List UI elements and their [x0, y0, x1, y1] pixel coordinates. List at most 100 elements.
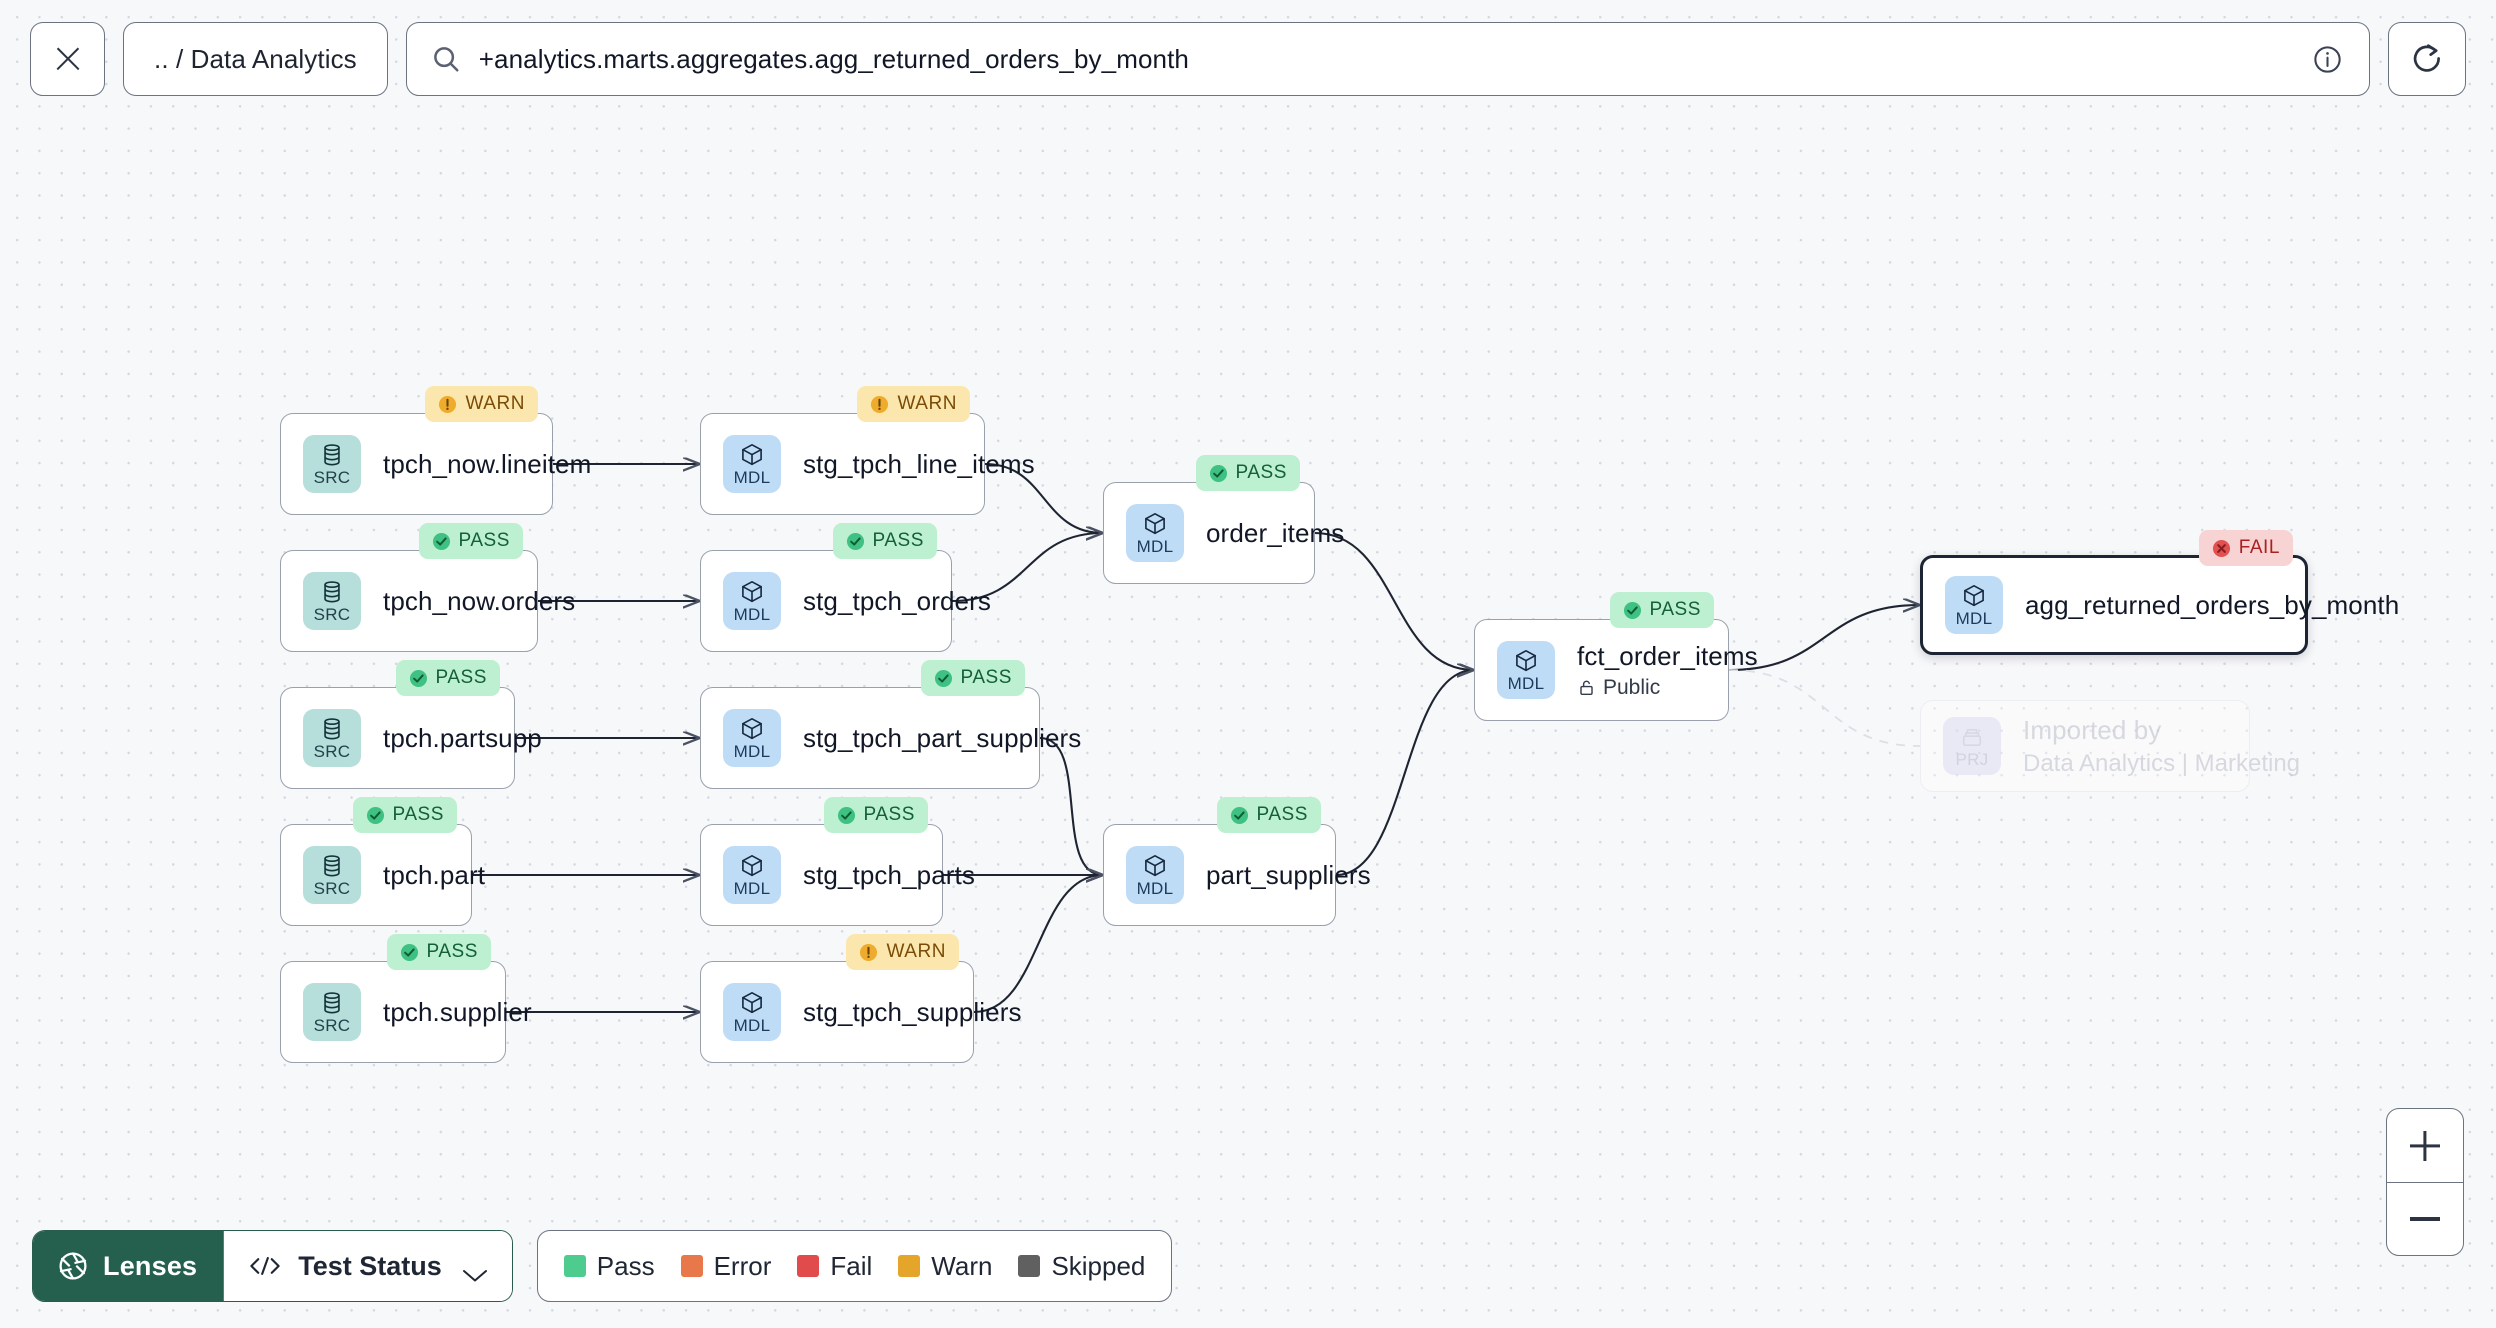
status-badge-label: PASS	[960, 667, 1012, 688]
node-subtitle: Public	[1577, 676, 1728, 700]
search-icon	[431, 44, 461, 74]
status-badge-label: PASS	[1235, 462, 1287, 483]
zoom-in-button[interactable]	[2387, 1109, 2463, 1182]
node-type-label: SRC	[313, 1016, 351, 1035]
refresh-button[interactable]	[2388, 22, 2466, 96]
database-icon	[319, 442, 345, 468]
node-body: tpch.supplier	[383, 997, 532, 1028]
node-body: stg_tpch_line_items	[803, 448, 1035, 480]
test-status-label: Test Status	[298, 1250, 442, 1281]
node-title: stg_tpch_line_items	[803, 448, 1035, 479]
legend-swatch-warn	[898, 1255, 921, 1277]
legend-item-error[interactable]: Error	[680, 1250, 772, 1282]
zoom-out-button[interactable]	[2387, 1182, 2463, 1255]
status-badge-pass: PASS	[1609, 592, 1714, 628]
node-type-label: MDL	[1955, 609, 1993, 628]
status-badge-pass: PASS	[1216, 797, 1321, 833]
info-icon[interactable]	[2312, 44, 2343, 75]
node-type-label: SRC	[313, 605, 351, 624]
node-title: tpch_now.lineitem	[383, 448, 592, 479]
plus-icon	[2410, 1131, 2440, 1161]
status-badge-pass: PASS	[395, 660, 500, 696]
legend-swatch-skipped	[1018, 1255, 1041, 1277]
node-type-badge-src: SRC	[303, 435, 361, 493]
cube-icon	[739, 442, 765, 468]
status-badge-label: PASS	[458, 530, 510, 551]
legend-label: Skipped	[1051, 1250, 1146, 1281]
breadcrumb[interactable]: .. / Data Analytics	[123, 22, 388, 96]
aperture-icon	[57, 1250, 89, 1282]
status-pass-icon	[934, 669, 953, 688]
status-badge-fail: FAIL	[2198, 530, 2293, 566]
status-warn-icon	[859, 943, 878, 962]
legend-label: Error	[713, 1250, 772, 1281]
node-type-label: MDL	[733, 879, 771, 898]
legend-item-skipped[interactable]: Skipped	[1018, 1251, 1145, 1282]
database-icon	[319, 990, 345, 1016]
status-badge-label: PASS	[1649, 599, 1701, 620]
status-badge-pass: PASS	[1195, 455, 1300, 491]
search-bar[interactable]: +analytics.marts.aggregates.agg_returned…	[405, 22, 2370, 96]
node-title: part_suppliers	[1206, 859, 1371, 890]
node-body: tpch.partsupp	[383, 723, 542, 754]
graph-node-agg_returned_orders_by_month[interactable]: MDL agg_returned_orders_by_month FAIL	[1920, 530, 2399, 655]
status-badge-label: PASS	[1256, 804, 1308, 825]
node-type-label: SRC	[313, 879, 351, 898]
status-badge-pass: PASS	[418, 523, 523, 559]
status-badge-pass: PASS	[823, 797, 928, 833]
node-body: agg_returned_orders_by_month	[2025, 590, 2399, 621]
database-icon	[319, 579, 345, 605]
node-type-label: MDL	[733, 605, 771, 624]
status-badge-label: WARN	[465, 393, 525, 414]
lenses-button[interactable]: Lenses	[33, 1231, 224, 1301]
legend-item-warn[interactable]: Warn	[898, 1251, 992, 1282]
node-type-label: MDL	[733, 1016, 771, 1035]
status-badge-label: PASS	[435, 667, 487, 688]
status-pass-icon	[400, 943, 419, 962]
node-type-badge-src: SRC	[303, 572, 361, 630]
graph-node-tpch_now_lineitem[interactable]: SRC tpch_now.lineitem WARN	[280, 386, 592, 515]
test-status-dropdown[interactable]: Test Status	[223, 1231, 512, 1301]
node-title: fct_order_items	[1577, 640, 1758, 671]
legend-swatch-pass	[563, 1255, 586, 1277]
legend-item-pass[interactable]: Pass	[563, 1251, 655, 1282]
cube-icon	[739, 579, 765, 605]
node-type-label: MDL	[1136, 537, 1174, 556]
node-type-label: MDL	[733, 742, 771, 761]
node-type-label: SRC	[313, 468, 351, 487]
status-badge-pass: PASS	[832, 523, 937, 559]
legend-item-fail[interactable]: Fail	[797, 1251, 872, 1282]
node-type-badge-mdl: MDL	[723, 983, 781, 1041]
node-body: tpch.part	[383, 860, 485, 891]
close-button[interactable]	[30, 22, 105, 96]
node-type-badge-mdl: MDL	[723, 846, 781, 904]
cube-icon	[739, 716, 765, 742]
cube-icon	[1142, 853, 1168, 879]
search-input[interactable]: +analytics.marts.aggregates.agg_returned…	[478, 43, 1189, 74]
status-warn-icon	[870, 395, 889, 414]
legend-label: Warn	[931, 1250, 993, 1281]
node-title: Imported by	[2023, 714, 2162, 745]
cube-icon	[739, 853, 765, 879]
refresh-icon	[2410, 42, 2444, 76]
zoom-controls	[2386, 1108, 2464, 1256]
status-pass-icon	[837, 806, 856, 825]
status-badge-label: PASS	[863, 804, 915, 825]
status-pass-icon	[1623, 601, 1642, 620]
